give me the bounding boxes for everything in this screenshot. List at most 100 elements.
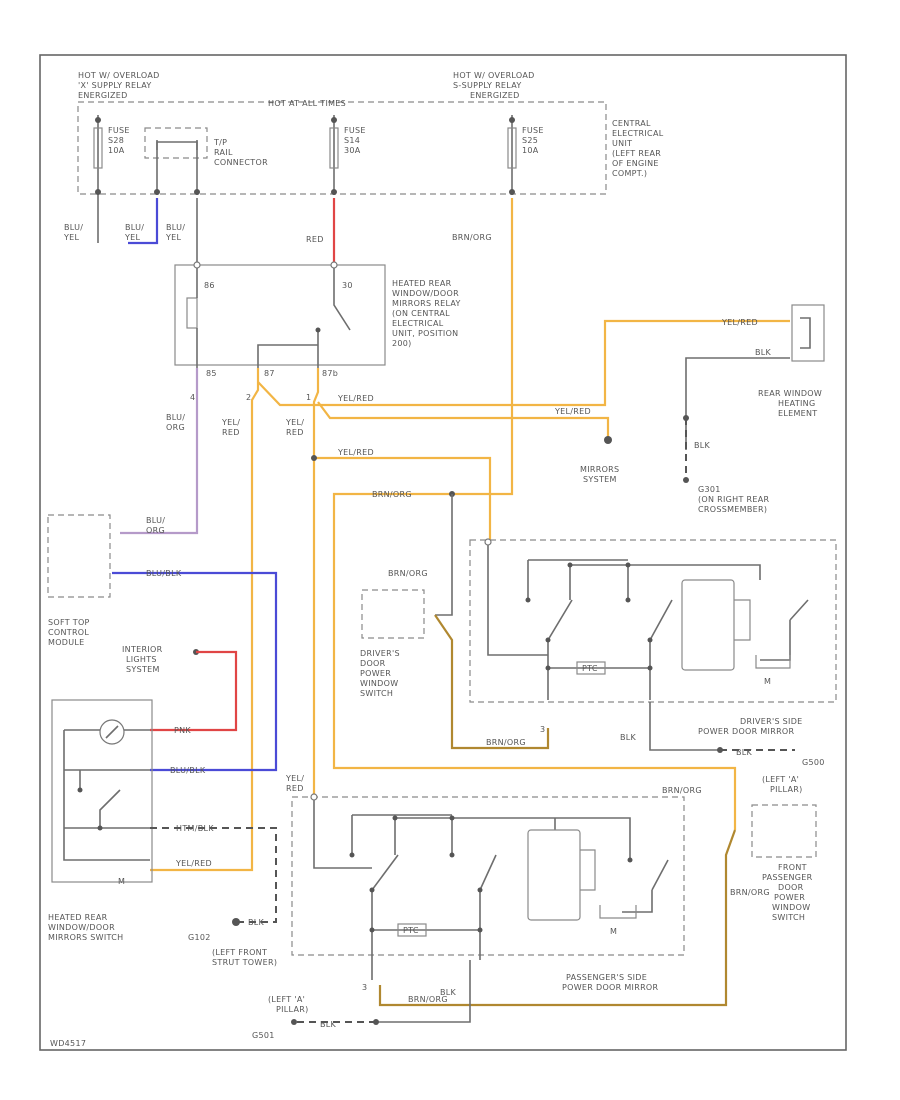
label-ceu-6: COMPT.) bbox=[612, 169, 647, 178]
wire-brn-org-vertical bbox=[332, 198, 737, 830]
pin-2: 2 bbox=[246, 393, 251, 402]
label-fuse-s14-1: FUSE bbox=[344, 126, 366, 135]
drivers-window-switch bbox=[361, 589, 425, 639]
label-g102-1: G102 bbox=[188, 933, 211, 942]
wire-label-blk-g301: BLK bbox=[694, 441, 711, 450]
label-front-pass-4: POWER bbox=[774, 893, 805, 902]
wire-label-blu-yel-2a: BLU/ bbox=[125, 223, 144, 232]
passengers-mirror-internals: PTC M bbox=[313, 800, 669, 980]
fuse-s28 bbox=[93, 127, 103, 169]
wire-blu-blk bbox=[112, 571, 278, 772]
label-g501: G501 bbox=[252, 1031, 275, 1040]
wire-yel-red-87 bbox=[150, 368, 260, 872]
wire-label-brn-org-a: BRN/ORG bbox=[662, 786, 702, 795]
wire-label-yel-red-h2: YEL/RED bbox=[554, 407, 591, 416]
wire-label-yel-red-sw: YEL/RED bbox=[175, 859, 212, 868]
wire-label-brn-org-top: BRN/ORG bbox=[452, 233, 492, 242]
relay-coil bbox=[186, 297, 198, 329]
label-hot-s-relay-1: HOT W/ OVERLOAD bbox=[453, 71, 535, 80]
label-drivers-switch-1: DRIVER'S bbox=[360, 649, 400, 658]
wire-yel-red-87b bbox=[312, 368, 320, 795]
label-relay-4: (ON CENTRAL bbox=[392, 309, 450, 318]
label-rear-window-2: HEATING bbox=[778, 399, 815, 408]
label-fuse-s28-3: 10A bbox=[108, 146, 125, 155]
label-g500: G500 bbox=[802, 758, 825, 767]
label-fuse-s14-2: S14 bbox=[344, 136, 360, 145]
wire-blu-org bbox=[120, 368, 199, 535]
label-g301-2: (ON RIGHT REAR bbox=[698, 495, 769, 504]
label-left-a-pillar-1: (LEFT 'A' bbox=[762, 775, 799, 784]
label-fuse-s28-1: FUSE bbox=[108, 126, 130, 135]
label-hot-x-relay: HOT W/ OVERLOAD bbox=[78, 71, 160, 80]
wire-label-blu-yel-3b: YEL bbox=[165, 233, 182, 242]
label-relay-2: WINDOW/DOOR bbox=[392, 289, 459, 298]
label-g102-2: (LEFT FRONT bbox=[212, 948, 267, 957]
wire-label-blu-yel-3a: BLU/ bbox=[166, 223, 185, 232]
tp-rail-connector bbox=[144, 127, 208, 159]
label-ptc-1: PTC bbox=[582, 664, 598, 673]
pin-87: 87 bbox=[264, 369, 275, 378]
label-left-a-pillar-2: PILLAR) bbox=[770, 785, 803, 794]
label-relay-6: UNIT, POSITION bbox=[392, 329, 458, 338]
wire-label-blu-org-st1: BLU/ bbox=[146, 516, 165, 525]
label-front-pass-3: DOOR bbox=[778, 883, 804, 892]
drivers-mirror-internals: PTC M bbox=[487, 545, 809, 751]
label-g301-1: G301 bbox=[698, 485, 721, 494]
wire-label-blk-g102: BLK bbox=[248, 918, 265, 927]
wire-label-blu-yel-1b: YEL bbox=[63, 233, 80, 242]
label-fuse-s14-3: 30A bbox=[344, 146, 361, 155]
label-fuse-s25-3: 10A bbox=[522, 146, 539, 155]
pin-1: 1 bbox=[306, 393, 311, 402]
fuse-s14 bbox=[329, 127, 339, 169]
pin-3-pass: 3 bbox=[362, 983, 367, 992]
label-m1: M bbox=[118, 877, 125, 886]
wire-label-yel-red-b1: YEL/ bbox=[285, 418, 304, 427]
wire-label-yel-red-h1: YEL/RED bbox=[337, 394, 374, 403]
wire-label-brn-org-pm: BRN/ORG bbox=[408, 995, 448, 1004]
label-relay-1: HEATED REAR bbox=[392, 279, 452, 288]
wire-label-brn-org-dsw: BRN/ORG bbox=[388, 569, 428, 578]
wire-label-blk-rw: BLK bbox=[755, 348, 772, 357]
wire-label-yel-red-a2: RED bbox=[222, 428, 240, 437]
label-pass-mirror-1: PASSENGER'S SIDE bbox=[566, 973, 647, 982]
wire-label-blk-dm: BLK bbox=[620, 733, 637, 742]
wire-label-blu-org-b: ORG bbox=[166, 423, 185, 432]
wire-label-blu-blk-st: BLU/BLK bbox=[146, 569, 182, 578]
wire-label-yel-red-c1: YEL/ bbox=[285, 774, 304, 783]
wire-brn-org-pass bbox=[378, 829, 737, 1007]
label-rear-window-1: REAR WINDOW bbox=[758, 389, 822, 398]
label-hot-x-relay-3: ENERGIZED bbox=[78, 91, 128, 100]
label-mirror-switch-3: MIRRORS SWITCH bbox=[48, 933, 123, 942]
label-front-pass-5: WINDOW bbox=[772, 903, 810, 912]
label-mirrors-2: SYSTEM bbox=[583, 475, 617, 484]
label-g301-3: CROSSMEMBER) bbox=[698, 505, 767, 514]
label-hot-at-all-times: HOT AT ALL TIMES bbox=[268, 99, 346, 108]
label-front-pass-1: FRONT bbox=[778, 863, 807, 872]
label-m2: M bbox=[764, 677, 771, 686]
label-ceu-1: CENTRAL bbox=[612, 119, 651, 128]
wire-label-yel-red-c2: RED bbox=[286, 784, 304, 793]
label-pass-mirror-2: POWER DOOR MIRROR bbox=[562, 983, 659, 992]
label-interior-1: INTERIOR bbox=[122, 645, 163, 654]
label-mirror-switch-1: HEATED REAR bbox=[48, 913, 108, 922]
pin-86: 86 bbox=[204, 281, 215, 290]
label-mirrors-1: MIRRORS bbox=[580, 465, 619, 474]
wire-label-yel-red-h3: YEL/RED bbox=[337, 448, 374, 457]
label-drivers-switch-3: POWER bbox=[360, 669, 391, 678]
rear-window-heating-element bbox=[791, 304, 825, 362]
mirrors-switch-box bbox=[51, 699, 153, 883]
label-hot-s-relay-2: S-SUPPLY RELAY bbox=[453, 81, 522, 90]
wire-label-blu-org-a: BLU/ bbox=[166, 413, 185, 422]
label-tp-1: T/P bbox=[213, 138, 227, 147]
wire-label-pnk: PNK bbox=[174, 726, 191, 735]
wire-label-blu-yel-2b: YEL bbox=[124, 233, 141, 242]
label-fuse-s25-2: S25 bbox=[522, 136, 538, 145]
label-left-a-bottom-2: PILLAR) bbox=[276, 1005, 309, 1014]
label-rear-window-3: ELEMENT bbox=[778, 409, 818, 418]
mirrors-relay-box bbox=[174, 264, 386, 366]
label-soft-top-3: MODULE bbox=[48, 638, 85, 647]
central-electrical-unit-box bbox=[77, 101, 607, 195]
label-ceu-3: UNIT bbox=[612, 139, 632, 148]
label-tp-2: RAIL bbox=[214, 148, 233, 157]
